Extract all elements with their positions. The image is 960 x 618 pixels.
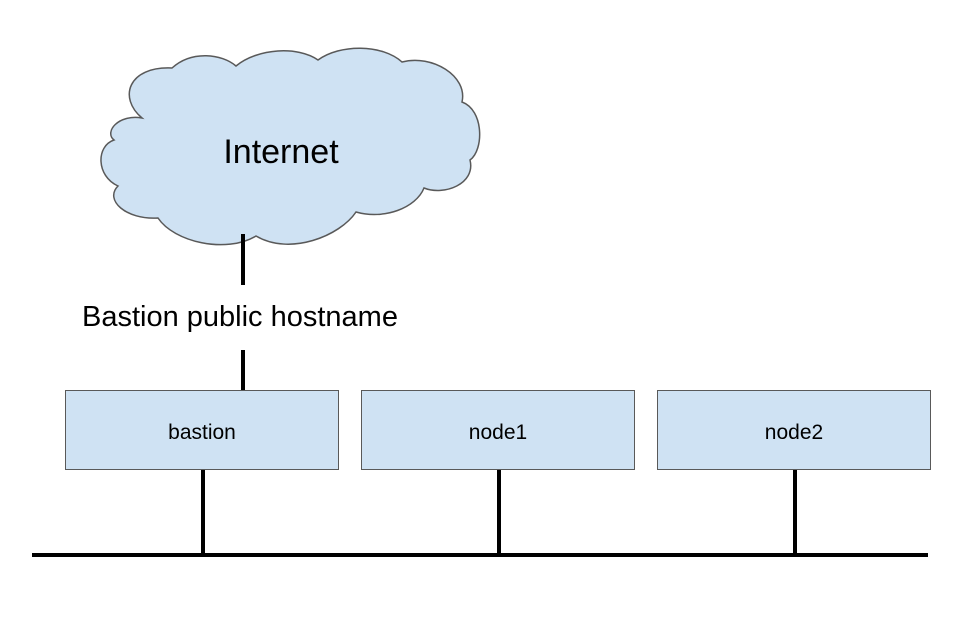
bastion-label: bastion: [168, 421, 236, 444]
cloud-shape: [100, 47, 481, 246]
node2-box: [657, 390, 931, 470]
internet-label: Internet: [223, 133, 339, 171]
node2-label: node2: [765, 421, 823, 444]
node1-box: [361, 390, 635, 470]
internet-cloud: Internet: [100, 47, 481, 246]
node-node2: node2: [657, 390, 931, 470]
node1-label: node1: [469, 421, 527, 444]
bastion-box: [65, 390, 339, 470]
node-bastion: bastion: [65, 390, 339, 470]
bastion-hostname-label: Bastion public hostname: [82, 301, 398, 333]
node-node1: node1: [361, 390, 635, 470]
